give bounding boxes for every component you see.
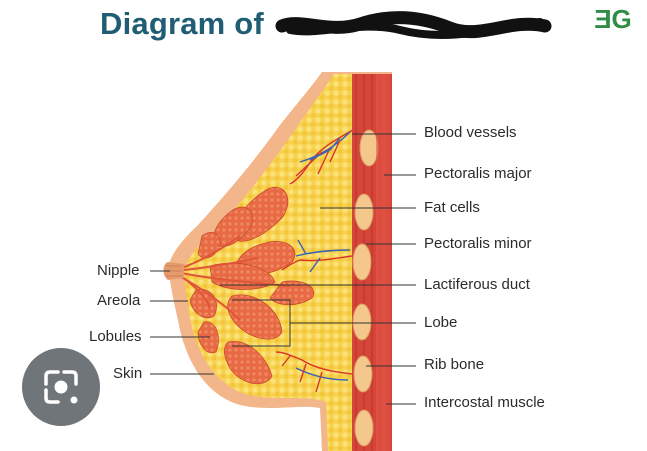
label-nipple: Nipple — [97, 262, 140, 279]
rib-bones — [352, 129, 379, 447]
label-blood-vessels: Blood vessels — [424, 124, 517, 141]
label-skin: Skin — [113, 365, 143, 382]
logo-text: ƎG — [594, 4, 632, 34]
page-title: Diagram of — [100, 6, 543, 42]
brand-logo-icon: ƎG — [594, 4, 632, 34]
lobes — [189, 187, 315, 385]
lobe-bracket — [232, 299, 291, 347]
lens-search-button[interactable] — [22, 348, 100, 426]
title-text: Diagram of — [100, 6, 264, 41]
label-lobe: Lobe — [424, 314, 458, 331]
label-pectoralis-major: Pectoralis major — [424, 165, 532, 182]
label-areola: Areola — [97, 292, 141, 309]
label-fat-cells: Fat cells — [424, 199, 480, 216]
label-lactiferous-duct: Lactiferous duct — [424, 276, 530, 293]
label-lobules: Lobules — [89, 328, 142, 345]
leader-lines-left — [150, 270, 214, 375]
leader-lines-right — [220, 133, 416, 405]
label-intercostal-muscle: Intercostal muscle — [424, 394, 545, 411]
blood-vessels — [275, 127, 357, 393]
lens-search-icon — [44, 370, 78, 404]
label-pectoralis-minor: Pectoralis minor — [424, 235, 532, 252]
label-rib-bone: Rib bone — [424, 356, 485, 373]
